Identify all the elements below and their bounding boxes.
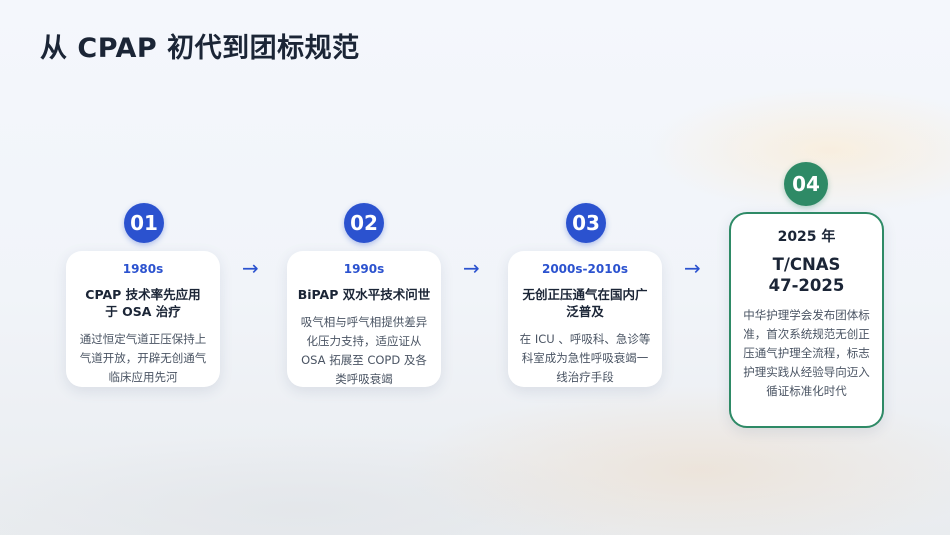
step-4-description: 中华护理学会发布团体标准，首次系统规范无创正压通气护理全流程，标志护理实践从经验…: [743, 308, 870, 398]
step-1-description: 通过恒定气道正压保持上气道开放，开辟无创通气临床应用先河: [79, 332, 207, 384]
step-2-era: 1990s: [343, 262, 385, 276]
step-2-card: 1990s BiPAP 双水平技术问世 吸气相与呼气相提供差异化压力支持，适应证…: [287, 251, 441, 387]
arrow-1-icon: →: [242, 256, 259, 280]
arrow-2-icon: →: [463, 256, 480, 280]
step-1-badge: 01: [124, 203, 164, 243]
step-3-card: 2000s-2010s 无创正压通气在国内广泛普及 在 ICU 、呼吸科、急诊等…: [508, 251, 662, 387]
step-3-era: 2000s-2010s: [541, 262, 629, 276]
page-title: 从 CPAP 初代到团标规范: [40, 33, 360, 64]
step-4-heading: T/CNAS 47-2025: [768, 255, 845, 295]
step-2-description: 吸气相与呼气相提供差异化压力支持，适应证从 OSA 拓展至 COPD 及各类呼吸…: [300, 315, 428, 386]
step-1-era: 1980s: [122, 262, 164, 276]
step-4-badge: 04: [784, 162, 828, 206]
step-1-card: 1980s CPAP 技术率先应用于 OSA 治疗 通过恒定气道正压保持上气道开…: [66, 251, 220, 387]
step-4-era: 2025 年: [777, 229, 836, 245]
step-3-badge: 03: [566, 203, 606, 243]
step-3-description: 在 ICU 、呼吸科、急诊等科室成为急性呼吸衰竭一线治疗手段: [519, 332, 651, 384]
arrow-3-icon: →: [684, 256, 701, 280]
step-2-badge: 02: [344, 203, 384, 243]
step-1-heading: CPAP 技术率先应用于 OSA 治疗: [85, 287, 201, 319]
step-2-heading: BiPAP 双水平技术问世: [297, 287, 431, 302]
step-4-card: 2025 年 T/CNAS 47-2025 中华护理学会发布团体标准，首次系统规…: [729, 212, 884, 428]
step-3-heading: 无创正压通气在国内广泛普及: [522, 287, 648, 319]
